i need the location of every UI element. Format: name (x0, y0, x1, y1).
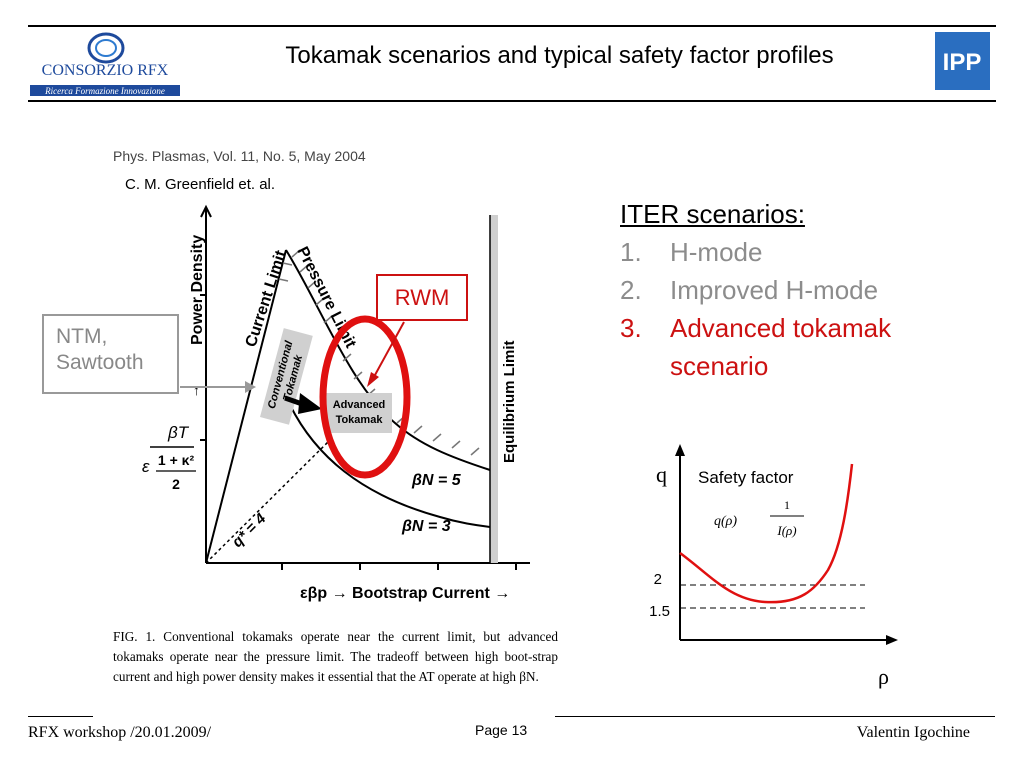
power-density-label: Power Density (189, 235, 206, 345)
safety-factor-plot: q ρ Safety factor q(ρ) 1 I(ρ) 2 1.5 (649, 444, 898, 689)
ntm-sawtooth-box: NTM, Sawtooth (42, 314, 179, 394)
figure-caption: FIG. 1. Conventional tokamaks operate ne… (113, 629, 558, 684)
advanced-label-1: Advanced (333, 399, 386, 411)
advanced-label-2: Tokamak (336, 414, 384, 426)
sf-y-arrow-icon (675, 444, 685, 456)
sf-x-arrow-icon (886, 635, 898, 645)
sf-y-label: q (656, 462, 667, 487)
q-star-label: q* = 4 (229, 510, 270, 551)
ntm-label: NTM, (56, 325, 108, 348)
iter-heading: ITER scenarios: (620, 199, 805, 229)
q-profile-curve (679, 463, 854, 604)
header-top-rule (28, 25, 996, 27)
consorzio-rfx-logo-graphic: CONSORZIO RFX Ricerca Formazione Innovaz… (30, 32, 180, 96)
ipp-logo: IPP (935, 32, 990, 90)
equilibrium-limit-label: Equilibrium Limit (501, 340, 518, 463)
iter-item-text: H-mode (670, 237, 763, 267)
iter-item-number: 1. (620, 237, 642, 267)
sf-tick-1-5: 1.5 (649, 603, 670, 620)
current-limit-hatch (278, 262, 293, 282)
sf-formula-num: 1 (784, 498, 790, 512)
iter-item-text: Advanced tokamak scenario (670, 313, 892, 381)
bootstrap-label: εβp → Bootstrap Current → (300, 585, 510, 602)
figure-authors: C. M. Greenfield et. al. (125, 176, 276, 193)
header-bottom-rule (28, 100, 996, 102)
iter-item-3: 3. Advanced tokamak scenario (620, 309, 950, 385)
figure-reference: Phys. Plasmas, Vol. 11, No. 5, May 2004 (113, 148, 366, 164)
iter-item-text: Improved H-mode (670, 275, 879, 305)
beta-t-label: βT (167, 423, 190, 442)
iter-item-number: 2. (620, 275, 642, 305)
kappa-label: 1 + κ² (158, 452, 195, 468)
svg-text:↑: ↑ (193, 382, 200, 398)
q-star-line (205, 439, 331, 564)
footer-event: RFX workshop /20.01.2009/ (28, 724, 212, 741)
footer-page-number: Page 13 (475, 722, 528, 738)
current-limit-line (205, 249, 287, 564)
logo-name: CONSORZIO RFX (42, 62, 169, 79)
footer-author: Valentin Igochine (856, 724, 970, 741)
rwm-box: RWM (376, 274, 468, 321)
sf-formula-lhs: q(ρ) (714, 514, 737, 529)
sawtooth-label: Sawtooth (56, 351, 144, 374)
iter-item-number: 3. (620, 313, 642, 343)
sf-x-label: ρ (878, 664, 889, 689)
sf-legend: Safety factor (698, 468, 794, 487)
ipp-logo-text: IPP (943, 49, 982, 76)
iter-item-1: 1. H-mode (620, 233, 950, 271)
iter-scenarios: ITER scenarios: 1. H-mode 2. Improved H-… (620, 195, 950, 385)
epsilon-label: ε (142, 457, 150, 476)
iter-item-2: 2. Improved H-mode (620, 271, 950, 309)
sf-tick-2: 2 (654, 571, 662, 588)
consorzio-rfx-logo: CONSORZIO RFX Ricerca Formazione Innovaz… (28, 30, 183, 98)
equilibrium-limit-band (490, 215, 498, 563)
beta-n3-label: βN = 3 (401, 518, 451, 535)
sf-formula-den: I(ρ) (776, 523, 796, 538)
page-title: Tokamak scenarios and typical safety fac… (285, 42, 834, 69)
beta-n5-label: βN = 5 (411, 472, 462, 489)
two-label: 2 (172, 476, 180, 492)
logo-tagline: Ricerca Formazione Innovazione (44, 86, 165, 96)
ipp-logo-graphic: IPP (943, 49, 982, 76)
footer-rule-right (555, 716, 995, 717)
beta-n3-curve (289, 404, 491, 528)
footer-rule-left (28, 716, 93, 717)
operating-space-figure: Power Density ↑ Equilibrium Limit Curren… (142, 204, 530, 602)
